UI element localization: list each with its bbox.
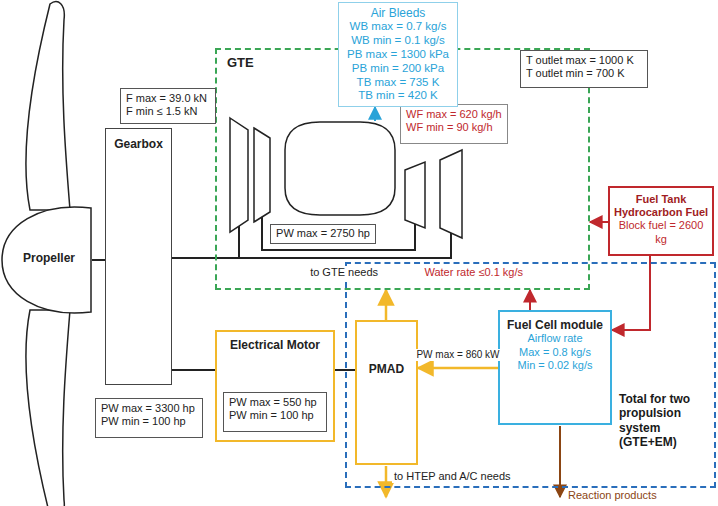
node-text: WB min = 0.1 kg/s xyxy=(343,34,453,48)
node-text: TB min = 420 K xyxy=(343,89,453,103)
flow-connector xyxy=(529,290,531,310)
node-text: PW min = 100 hp xyxy=(229,409,321,422)
node-text: WF max = 620 kg/h xyxy=(406,108,502,121)
pmad-box: PMAD xyxy=(355,320,418,465)
node-text: PW max = 2750 hp xyxy=(275,227,371,240)
flow-connector xyxy=(612,256,650,330)
prop-power-box: PW max = 3300 hpPW min = 100 hp xyxy=(95,398,203,438)
node-text: TB max = 735 K xyxy=(343,76,453,90)
turbine-stage xyxy=(440,150,462,238)
power-out-arrow xyxy=(385,466,388,497)
spinner-outline xyxy=(2,207,91,313)
node-text: PW min = 100 hp xyxy=(101,415,197,428)
propeller-blade xyxy=(26,310,70,506)
bleed-box: Air BleedsWB max = 0.7 kg/sWB min = 0.1 … xyxy=(338,2,458,107)
flow-connector xyxy=(172,369,215,371)
combustor xyxy=(285,122,395,215)
power-box: PW max = 2750 hp xyxy=(270,224,376,244)
node-text: Fuel Tank Hydrocarbon Fuel xyxy=(613,193,709,219)
gearbox-box: Gearbox xyxy=(105,128,172,385)
fuel-tank-box: Fuel Tank Hydrocarbon FuelBlock fuel = 2… xyxy=(608,186,714,256)
node-text: F max = 39.0 kN xyxy=(126,92,210,105)
node-text: Min = 0.02 kg/s xyxy=(504,359,606,372)
node-text: Electrical Motor xyxy=(221,338,329,352)
compressor-stage xyxy=(254,128,270,222)
flow-connector xyxy=(385,290,388,320)
thrust-box: F max = 39.0 kNF min ≤ 1.5 kN xyxy=(120,88,216,124)
node-text: PMAD xyxy=(359,362,414,376)
node-text: T outlet max = 1000 K xyxy=(526,54,642,67)
node-text: PB max = 1300 kPa xyxy=(343,48,453,62)
node-text: PW max = 550 hp xyxy=(229,396,321,409)
propeller-hub: Propeller xyxy=(0,200,92,320)
node-text: Block fuel = 2600 kg xyxy=(613,219,709,245)
node-text: WF min = 90 kg/h xyxy=(406,121,502,134)
node-text: PB min = 200 kPa xyxy=(343,62,453,76)
flow-connector xyxy=(374,107,376,121)
edge-label: PW max = 860 kW xyxy=(414,349,501,361)
node-text: Gearbox xyxy=(108,137,169,151)
node-text: PW max = 3300 hp xyxy=(101,402,197,415)
node-text: Total for two propulsion system (GTE+EM) xyxy=(619,392,710,450)
fuel-flow-box: WF max = 620 kg/hWF min = 90 kg/h xyxy=(400,104,508,144)
edge-label: Water rate ≤0.1 kg/s xyxy=(422,266,525,279)
flow-connector xyxy=(590,221,608,223)
temperature-box: T outlet max = 1000 KT outlet min = 700 … xyxy=(520,50,648,88)
note-label: Reaction products xyxy=(566,489,659,502)
node-text: Airflow rate xyxy=(504,332,606,345)
compressor-stage xyxy=(230,118,248,232)
flow-connector xyxy=(92,259,105,261)
fuel-cell-box: Fuel Cell moduleAirflow rateMax = 0.8 kg… xyxy=(498,310,612,425)
node-text: WB max = 0.7 kg/s xyxy=(343,20,453,34)
propeller-blade xyxy=(26,2,70,210)
flow-connector xyxy=(172,257,215,259)
note-label: to HTEP and A/C needs xyxy=(392,470,513,483)
hybrid-region: Total for two propulsion system (GTE+EM)… xyxy=(345,262,716,488)
turbine-stage xyxy=(405,162,425,228)
motor-power-box: PW max = 550 hpPW min = 100 hp xyxy=(223,392,327,432)
node-text: Max = 0.8 kg/s xyxy=(504,346,606,359)
flow-connector xyxy=(418,367,498,370)
edge-label: to GTE needs xyxy=(308,266,380,279)
node-text: T outlet min = 700 K xyxy=(526,67,642,80)
inner-shaft xyxy=(262,217,415,250)
node-text: Air Bleeds xyxy=(343,6,453,20)
motor-box: Electrical Motor PW max = 550 hpPW min = … xyxy=(215,330,335,442)
node-text: Propeller xyxy=(8,251,90,265)
node-text: F min ≤ 1.5 kN xyxy=(126,105,210,118)
node-text: Fuel Cell module xyxy=(504,318,606,332)
